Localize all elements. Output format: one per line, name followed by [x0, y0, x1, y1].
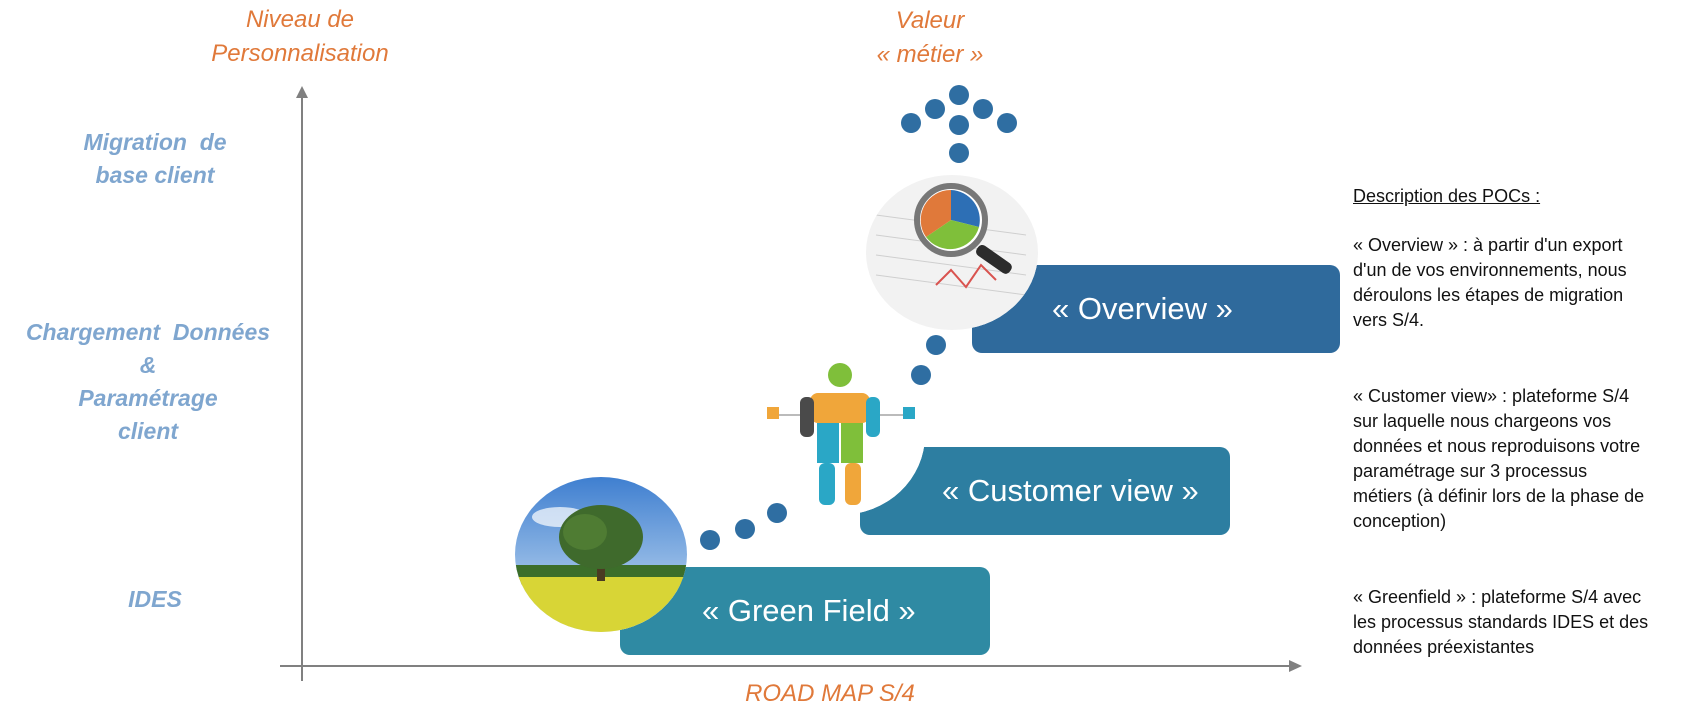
path-dot: [911, 365, 931, 385]
customer-description-line: sur laquelle nous chargeons vos: [1353, 411, 1612, 431]
puzzle-person-image: [755, 355, 925, 515]
arrow-dot: [997, 113, 1017, 133]
level-chargement-line3: Paramétrage: [78, 385, 218, 411]
level-ides: IDES: [128, 586, 182, 612]
overview-description-line: d'un de vos environnements, nous: [1353, 260, 1627, 280]
green-field-box: « Green Field »: [620, 567, 990, 655]
overview-label: « Overview »: [1052, 291, 1233, 326]
description-title: Description des POCs :: [1353, 186, 1541, 206]
arrow-dot: [925, 99, 945, 119]
level-migration-line1: Migration de: [83, 129, 227, 155]
greenfield-description-line: « Greenfield » : plateforme S/4 avec: [1353, 587, 1642, 607]
y-axis-title: Niveau de Personnalisation: [180, 3, 420, 71]
customer-description-line: paramétrage sur 3 processus: [1353, 461, 1588, 481]
value-title: Valeur « métier »: [830, 4, 1030, 72]
value-title-line2: « métier »: [876, 41, 984, 68]
magnifier-chart-image: [866, 175, 1038, 330]
greenfield-description: « Greenfield » : plateforme S/4 avec les…: [1353, 585, 1688, 660]
level-migration-line2: base client: [95, 162, 215, 188]
overview-description-line: « Overview » : à partir d'un export: [1353, 235, 1623, 255]
tree-field-image: [515, 477, 687, 632]
overview-description-line: vers S/4.: [1353, 310, 1425, 330]
value-title-line1: Valeur: [895, 7, 965, 34]
poc-description: Description des POCs :: [1353, 184, 1688, 209]
greenfield-description-line: les processus standards IDES et des: [1353, 612, 1649, 632]
arrow-dot: [949, 85, 969, 105]
customer-description-line: « Customer view» : plateforme S/4: [1353, 386, 1630, 406]
level-chargement-line2: &: [139, 352, 157, 378]
x-axis-arrow-head: [1289, 660, 1302, 672]
arrow-dot: [949, 115, 969, 135]
customer-view-description: « Customer view» : plateforme S/4 sur la…: [1353, 384, 1688, 534]
customer-view-label: « Customer view »: [942, 473, 1199, 508]
level-chargement-line1: Chargement Données: [25, 319, 271, 345]
y-axis-title-line1: Niveau de: [245, 6, 355, 33]
arrow-dot: [949, 143, 969, 163]
arrow-dot: [901, 113, 921, 133]
path-dot: [735, 519, 755, 539]
overview-box: « Overview »: [972, 265, 1340, 353]
overview-description: « Overview » : à partir d'un export d'un…: [1353, 233, 1688, 333]
overview-description-line: déroulons les étapes de migration: [1353, 285, 1624, 305]
greenfield-description-line: données préexistantes: [1353, 637, 1535, 657]
customer-description-line: données et nous reproduisons votre: [1353, 436, 1641, 456]
level-chargement-line4: client: [117, 418, 179, 444]
customer-description-line: métiers (à définir lors de la phase de: [1353, 486, 1645, 506]
customer-description-line: conception): [1353, 511, 1447, 531]
y-axis-arrow-head: [296, 86, 308, 98]
level-chargement: Chargement Données & Paramétrage client: [0, 316, 296, 448]
green-field-label: « Green Field »: [702, 593, 916, 628]
path-dot: [926, 335, 946, 355]
x-axis-title: ROAD MAP S/4: [745, 680, 915, 707]
arrow-dot: [973, 99, 993, 119]
y-axis-title-line2: Personnalisation: [211, 40, 389, 67]
level-migration: Migration de base client: [40, 126, 270, 192]
path-dot: [700, 530, 720, 550]
path-dot: [767, 503, 787, 523]
customer-view-box: « Customer view »: [860, 447, 1230, 535]
